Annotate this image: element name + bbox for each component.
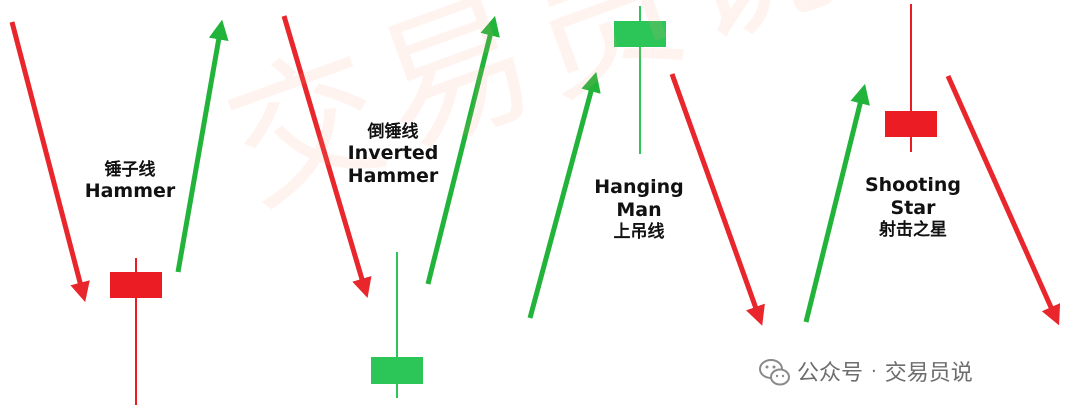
candle-body: [110, 272, 162, 298]
hammer-label: 锤子线 Hammer: [80, 160, 180, 203]
downtrend-arrow: [9, 21, 90, 303]
uptrend-arrow: [425, 15, 500, 285]
footer-prefix: 公众号: [797, 361, 864, 386]
hanging-man-label: Hanging Man 上吊线: [584, 176, 694, 242]
downtrend-arrow: [669, 73, 765, 326]
downtrend-arrow: [945, 74, 1061, 326]
hammer-label-en: Hammer: [84, 180, 176, 203]
shooting-star-label-zh: 射击之星: [879, 219, 947, 240]
hammer-pattern: [9, 19, 229, 405]
footer-account: 公众号 · 交易员说: [755, 356, 973, 387]
shooting-star-label-en2: Star: [890, 196, 936, 219]
uptrend-arrow: [175, 19, 229, 273]
downtrend-arrow: [281, 15, 372, 298]
shooting-star-label: Shooting Star 射击之星: [858, 174, 968, 240]
uptrend-arrow: [803, 83, 870, 323]
footer-separator: ·: [871, 360, 877, 382]
footer-account-name: 交易员说: [884, 361, 973, 386]
hanging-man-label-en: Hanging: [594, 176, 684, 198]
shooting-star-pattern: [803, 4, 1061, 326]
inverted-hammer-label-zh: 倒锤线: [367, 122, 419, 142]
hammer-label-zh: 锤子线: [104, 160, 156, 180]
candle-body: [371, 357, 423, 384]
uptrend-arrow: [527, 71, 601, 319]
inverted-hammer-label: 倒锤线 Inverted Hammer: [338, 122, 448, 188]
hanging-man-pattern: [527, 6, 765, 326]
inverted-hammer-pattern: [281, 15, 500, 398]
candle-body: [614, 21, 666, 47]
candle-body: [885, 111, 937, 137]
hanging-man-label-en2: Man: [616, 198, 662, 221]
inverted-hammer-label-en: Inverted: [347, 142, 439, 165]
hanging-man-label-zh: 上吊线: [613, 221, 665, 242]
shooting-star-label-en: Shooting: [864, 174, 962, 196]
wechat-icon: [759, 359, 790, 386]
inverted-hammer-label-en2: Hammer: [347, 165, 439, 188]
